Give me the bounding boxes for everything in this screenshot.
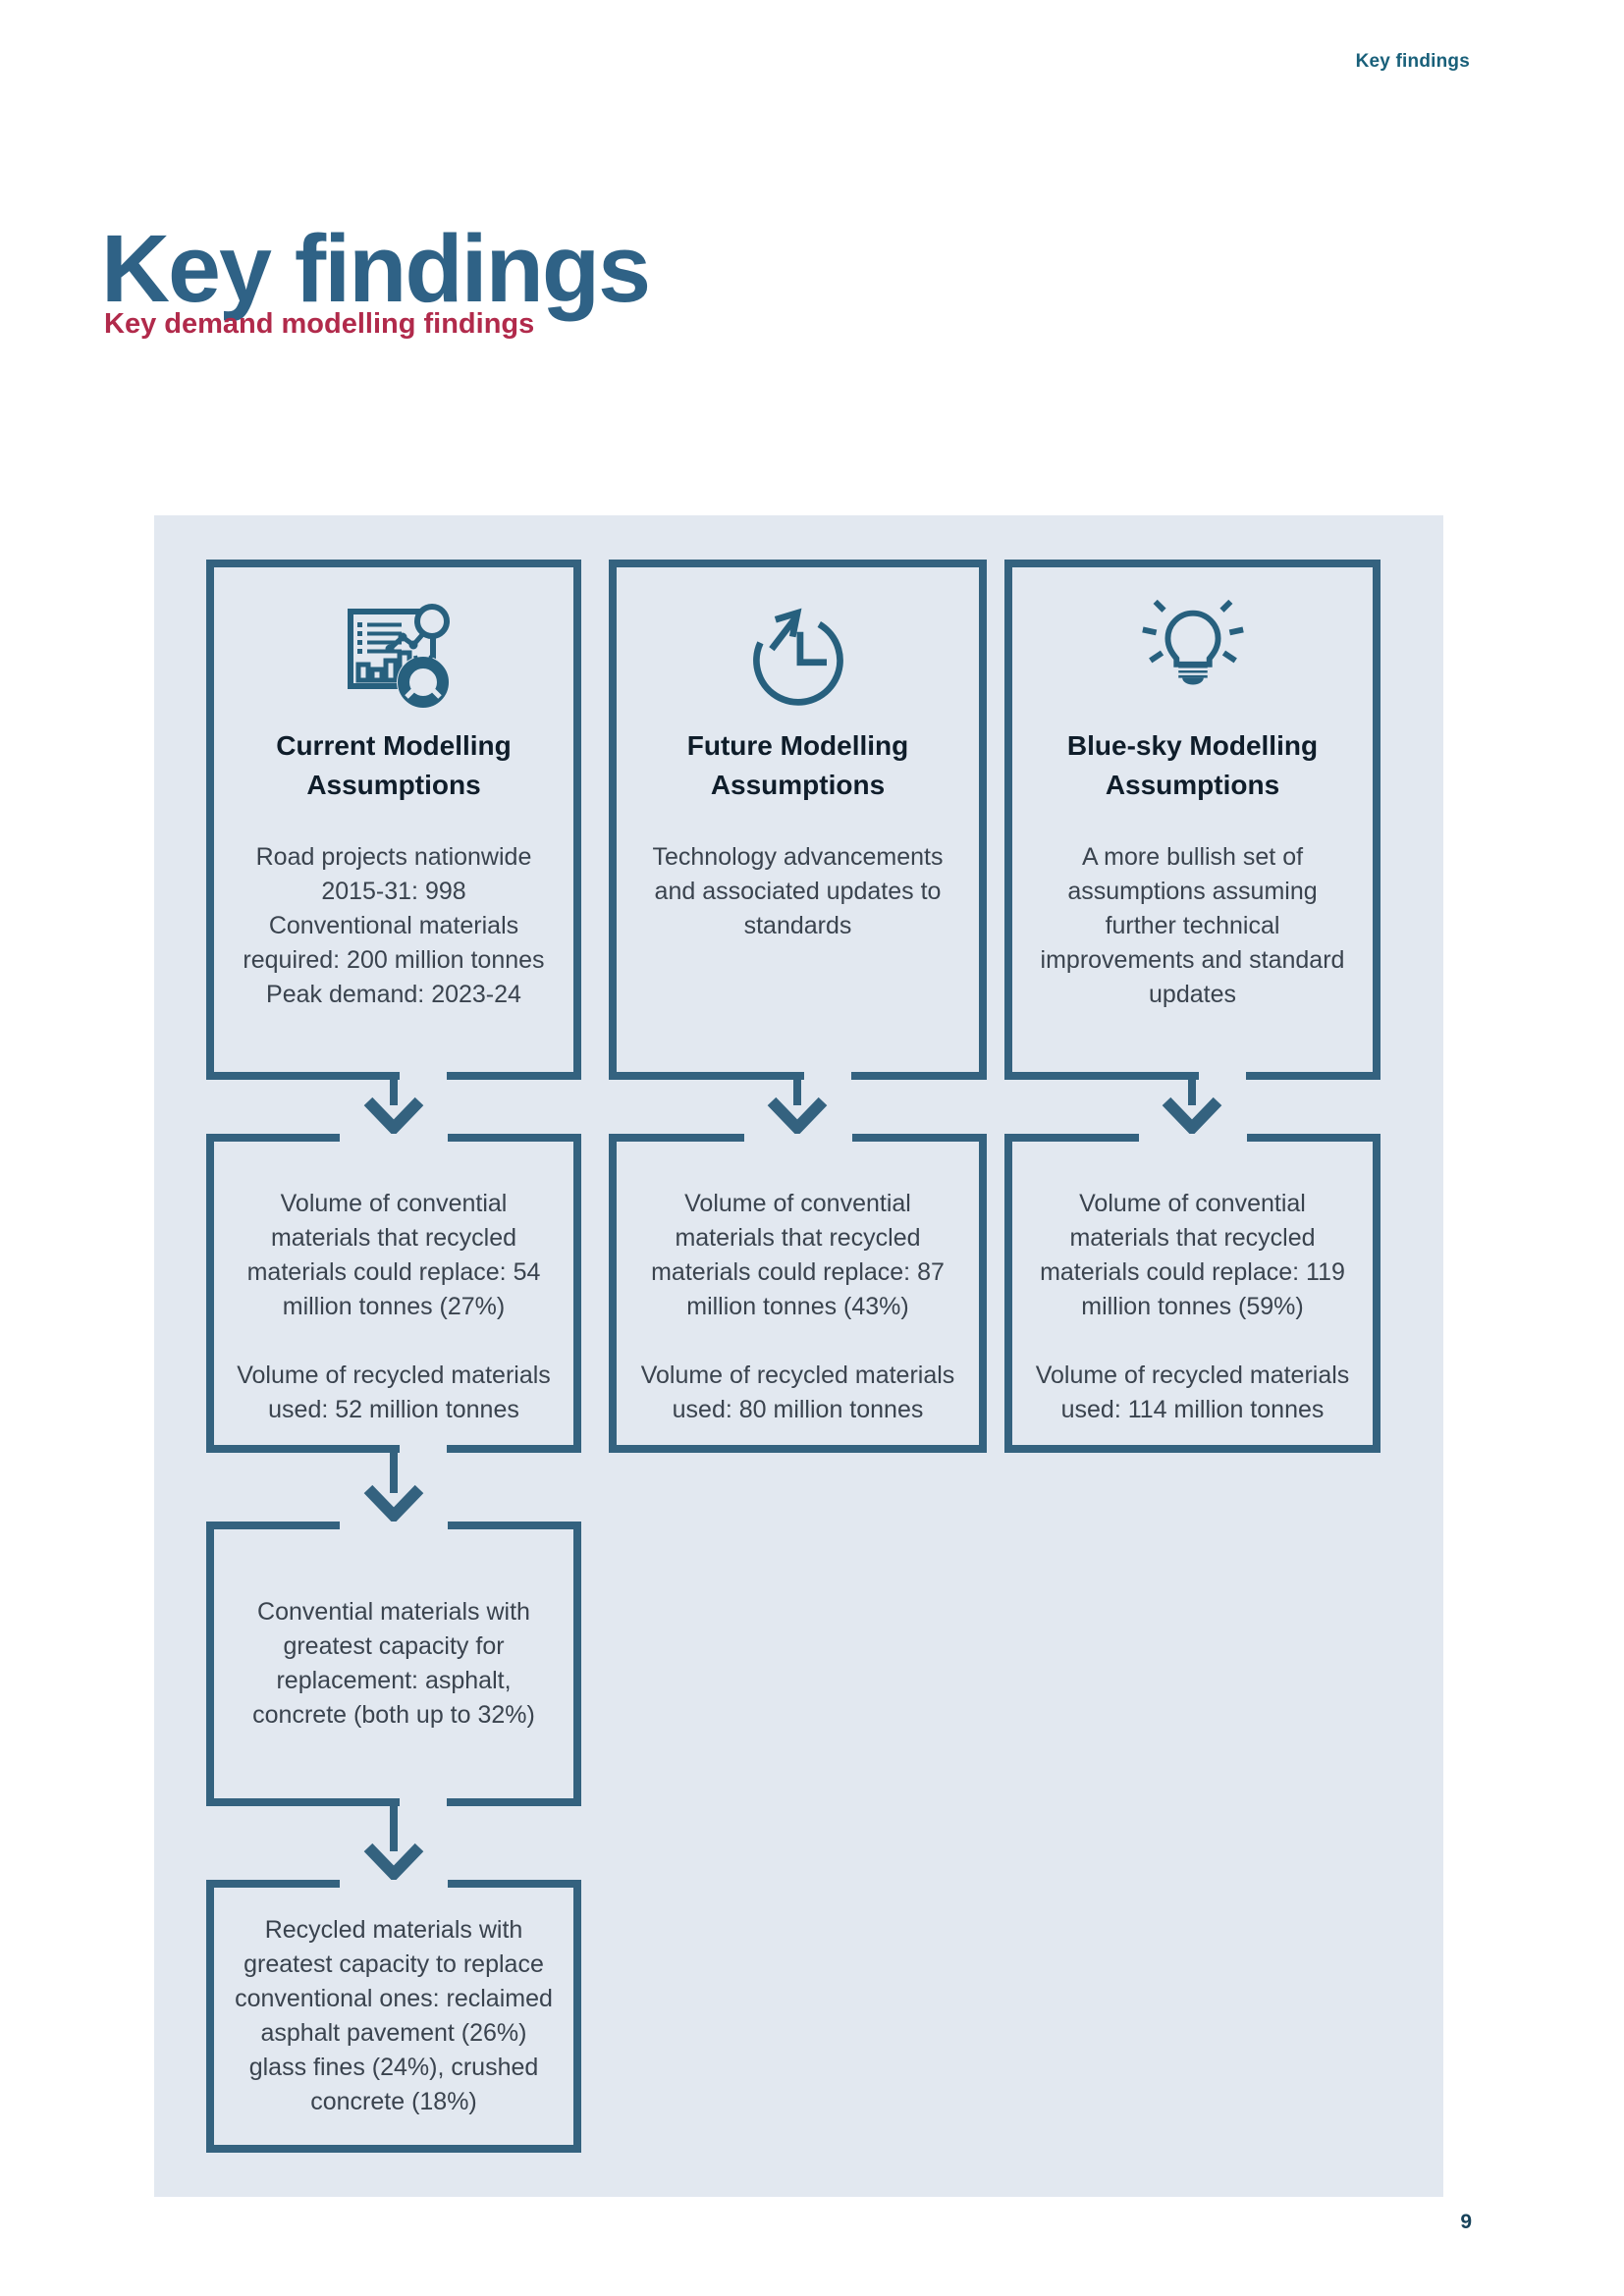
box-blue-sky-modelling-assumptions: Blue-sky Modelling Assumptions A more bu… <box>1004 560 1380 1080</box>
box-body-text: Volume of convential materials that recy… <box>1030 1187 1356 1427</box>
text-line: Conventional materials required: 200 mil… <box>243 912 545 974</box>
down-arrow <box>362 1080 425 1134</box>
box-blue-sky-outcome: Volume of convential materials that recy… <box>1004 1134 1380 1453</box>
box-body-text: Technology advancements and associated u… <box>638 840 958 943</box>
box-body-text: A more bullish set of assumptions assumi… <box>1033 840 1353 1012</box>
text-line: Volume of recycled materials used: 80 mi… <box>640 1362 955 1423</box>
text-line: A more bullish set of assumptions assumi… <box>1040 843 1345 1008</box>
page-number: 9 <box>1460 2211 1472 2233</box>
text-line: Volume of recycled materials used: 52 mi… <box>237 1362 551 1423</box>
analytics-chart-icon <box>331 595 457 715</box>
box-body-text: Convential materials with greatest capac… <box>246 1595 541 1733</box>
box-recycled-materials-capacity: Recycled materials with greatest capacit… <box>206 1880 581 2153</box>
box-future-modelling-assumptions: Future Modelling Assumptions Technology … <box>609 560 987 1080</box>
text-line: Volume of convential materials that recy… <box>1040 1190 1345 1320</box>
lightbulb-icon <box>1135 595 1251 715</box>
text-line: Road projects nationwide 2015-31: 998 <box>255 843 532 905</box>
border-gap <box>1198 1072 1246 1080</box>
page-title: Key findings <box>101 214 651 322</box>
text-line: Recycled materials with greatest capacit… <box>235 1916 553 2115</box>
border-gap <box>803 1072 851 1080</box>
box-heading: Blue-sky Modelling Assumptions <box>1066 730 1319 800</box>
text-line: Convential materials with greatest capac… <box>252 1598 535 1729</box>
box-heading: Current Modelling Assumptions <box>276 730 512 800</box>
box-current-modelling-assumptions: Current Modelling Assumptions Road proje… <box>206 560 581 1080</box>
box-current-outcome: Volume of convential materials that recy… <box>206 1134 581 1453</box>
text-line: Volume of recycled materials used: 114 m… <box>1035 1362 1350 1423</box>
border-gap <box>400 1798 447 1806</box>
box-body-text: Volume of convential materials that recy… <box>231 1187 557 1427</box>
border-gap <box>1138 1134 1247 1142</box>
text-line: Technology advancements and associated u… <box>652 843 944 939</box>
box-body-text: Volume of convential materials that recy… <box>635 1187 961 1427</box>
down-arrow <box>766 1080 829 1134</box>
box-body-text: Recycled materials with greatest capacit… <box>232 1913 556 2119</box>
clock-history-icon <box>739 595 857 715</box>
border-gap <box>400 1072 447 1080</box>
border-gap <box>340 1134 448 1142</box>
border-gap <box>743 1134 852 1142</box>
box-future-outcome: Volume of convential materials that recy… <box>609 1134 987 1453</box>
running-header: Key findings <box>1355 51 1470 72</box>
border-gap <box>400 1445 447 1453</box>
flowchart-panel: Current Modelling Assumptions Road proje… <box>154 515 1443 2197</box>
text-line: Peak demand: 2023-24 <box>266 981 521 1008</box>
down-arrow <box>362 1806 425 1880</box>
down-arrow <box>362 1453 425 1522</box>
border-gap <box>340 1880 448 1888</box>
text-line: Volume of convential materials that recy… <box>246 1190 541 1320</box>
box-conventional-materials-capacity: Convential materials with greatest capac… <box>206 1522 581 1806</box>
page-subtitle: Key demand modelling findings <box>104 308 535 341</box>
text-line: Volume of convential materials that recy… <box>651 1190 945 1320</box>
border-gap <box>340 1522 448 1529</box>
down-arrow <box>1161 1080 1223 1134</box>
box-heading: Future Modelling Assumptions <box>686 730 909 800</box>
